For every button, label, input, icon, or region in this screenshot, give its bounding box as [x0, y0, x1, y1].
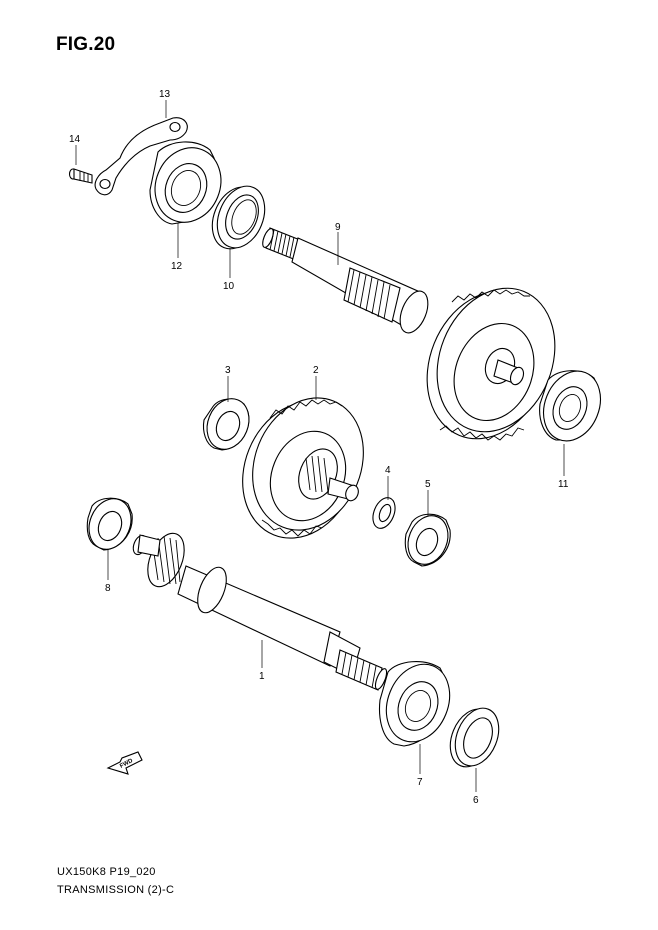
diagram-code: UX150K8 P19_020 — [57, 866, 156, 878]
callout-2[interactable]: 2 — [313, 365, 319, 376]
callout-12[interactable]: 12 — [171, 261, 183, 272]
callout-6[interactable]: 6 — [473, 795, 479, 806]
part-5-bearing[interactable] — [401, 510, 455, 571]
callout-labels: 13 14 12 10 9 3 2 4 5 11 8 1 7 6 — [69, 89, 569, 806]
part-9-final-driven-shaft[interactable] — [261, 227, 576, 457]
callout-11[interactable]: 11 — [558, 479, 569, 490]
callout-5[interactable]: 5 — [425, 479, 431, 490]
part-8-bearing[interactable] — [82, 492, 139, 555]
part-1-drive-shaft[interactable] — [131, 528, 389, 691]
callout-13[interactable]: 13 — [159, 89, 171, 100]
figure-title: FIG.20 — [56, 34, 116, 55]
callout-7[interactable]: 7 — [417, 777, 423, 788]
callout-1[interactable]: 1 — [259, 671, 265, 682]
callout-14[interactable]: 14 — [69, 134, 81, 145]
part-10-oil-seal[interactable] — [204, 179, 274, 256]
callout-3[interactable]: 3 — [225, 365, 231, 376]
part-4-washer[interactable] — [369, 494, 400, 531]
part-11-bearing[interactable] — [533, 363, 610, 450]
callout-10[interactable]: 10 — [223, 281, 235, 292]
part-3-bearing[interactable] — [200, 392, 257, 455]
part-7-bearing[interactable] — [375, 655, 461, 752]
callout-4[interactable]: 4 — [385, 465, 391, 476]
part-6-oil-seal[interactable] — [442, 702, 507, 774]
callout-leaders — [75, 100, 565, 792]
fwd-arrow-icon: FWD — [106, 751, 143, 775]
part-13-bearing-retainer-plate[interactable] — [94, 117, 188, 196]
diagram-name: TRANSMISSION (2)-C — [57, 884, 175, 896]
callout-8[interactable]: 8 — [105, 583, 111, 594]
part-2-intermediate-gear[interactable] — [223, 381, 383, 555]
part-14-screw[interactable] — [68, 168, 93, 184]
part-12-bearing[interactable] — [144, 138, 232, 232]
callout-9[interactable]: 9 — [335, 222, 341, 233]
